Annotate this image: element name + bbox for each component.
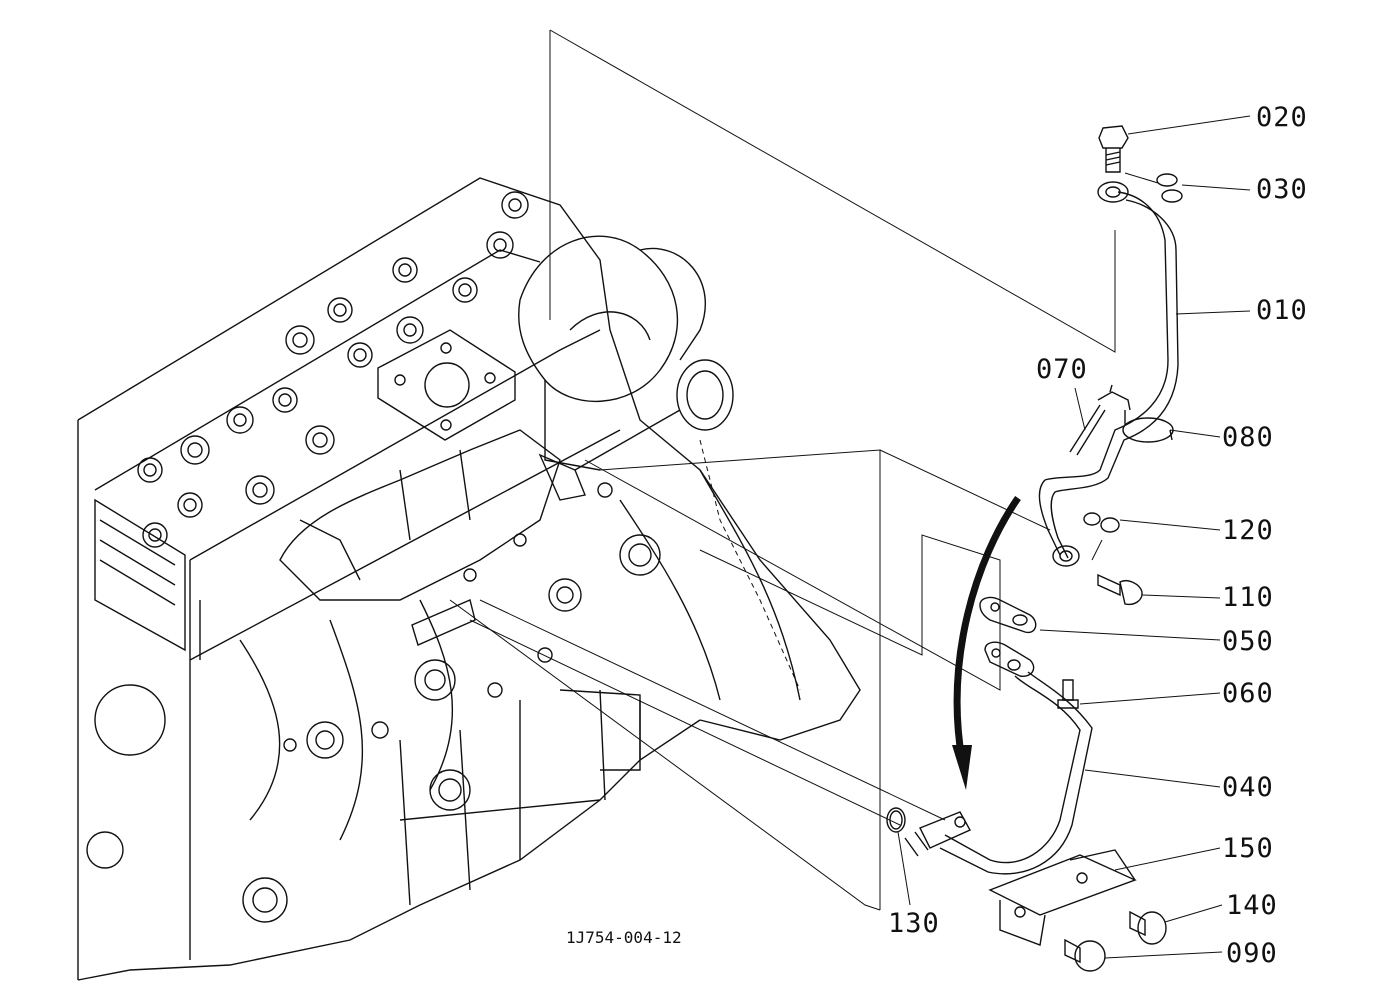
- oil-pipe-040: [904, 641, 1093, 875]
- bolt-060: [1057, 679, 1079, 709]
- bolt-140: [1129, 910, 1167, 945]
- callout-050: 050: [1222, 626, 1274, 657]
- callout-120: 120: [1222, 515, 1274, 546]
- assembly-arrow: [952, 496, 1021, 790]
- callout-020: 020: [1256, 102, 1308, 133]
- gasket-030: [1124, 172, 1183, 203]
- banjo-bolt-020: [1098, 125, 1129, 173]
- gasket-120: [1083, 512, 1120, 561]
- callout-060: 060: [1222, 678, 1274, 709]
- o-ring-130: [886, 807, 906, 833]
- oil-pipe-010: [1038, 181, 1179, 567]
- callout-040: 040: [1222, 772, 1274, 803]
- callout-150: 150: [1222, 833, 1274, 864]
- bolt-110: [1097, 573, 1143, 606]
- phantom-lines: [449, 29, 1116, 911]
- callout-leaders: [897, 115, 1251, 959]
- callout-110: 110: [1222, 582, 1274, 613]
- callout-030: 030: [1256, 174, 1308, 205]
- bolt-090: [1064, 938, 1106, 972]
- callout-140: 140: [1226, 890, 1278, 921]
- engine-block: [77, 177, 861, 981]
- callout-010: 010: [1256, 295, 1308, 326]
- gasket-050: [979, 596, 1037, 634]
- callout-070: 070: [1036, 354, 1088, 385]
- callout-130: 130: [888, 908, 940, 939]
- callout-090: 090: [1226, 938, 1278, 969]
- callout-080: 080: [1222, 422, 1274, 453]
- drawing-code: 1J754-004-12: [566, 928, 682, 947]
- bracket-150: [988, 849, 1137, 946]
